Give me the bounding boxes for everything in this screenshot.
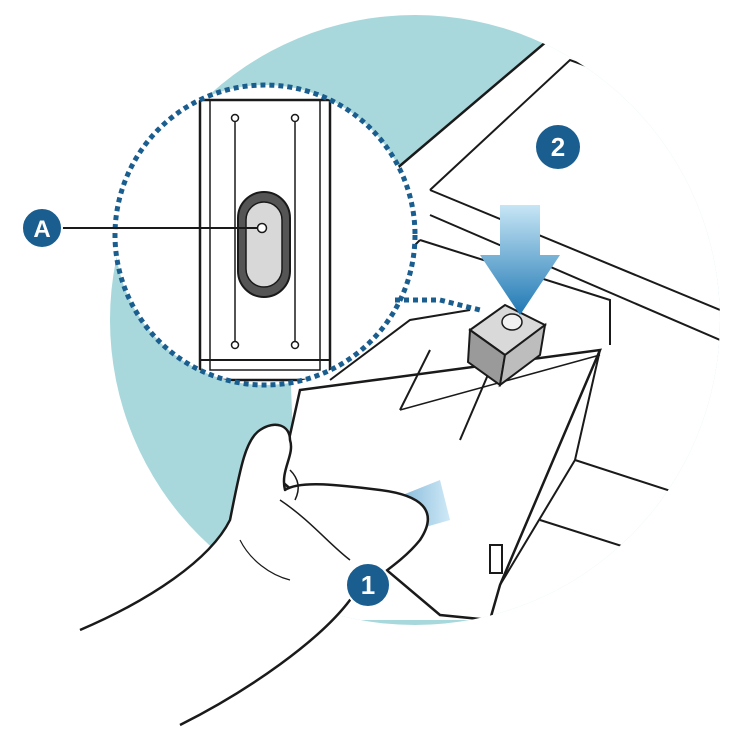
leader-line-a [62,222,268,234]
step-1-badge: 1 [345,562,391,608]
step-1-text: 1 [361,570,375,600]
step-2-badge: 2 [536,125,580,169]
step-2-text: 2 [551,132,565,162]
release-lever [466,303,547,388]
push-down-arrow-icon [480,205,560,315]
zoom-detail [112,82,481,388]
hand-illustration [79,423,430,727]
label-a-text: A [33,216,50,243]
label-a-badge: A [21,207,63,249]
